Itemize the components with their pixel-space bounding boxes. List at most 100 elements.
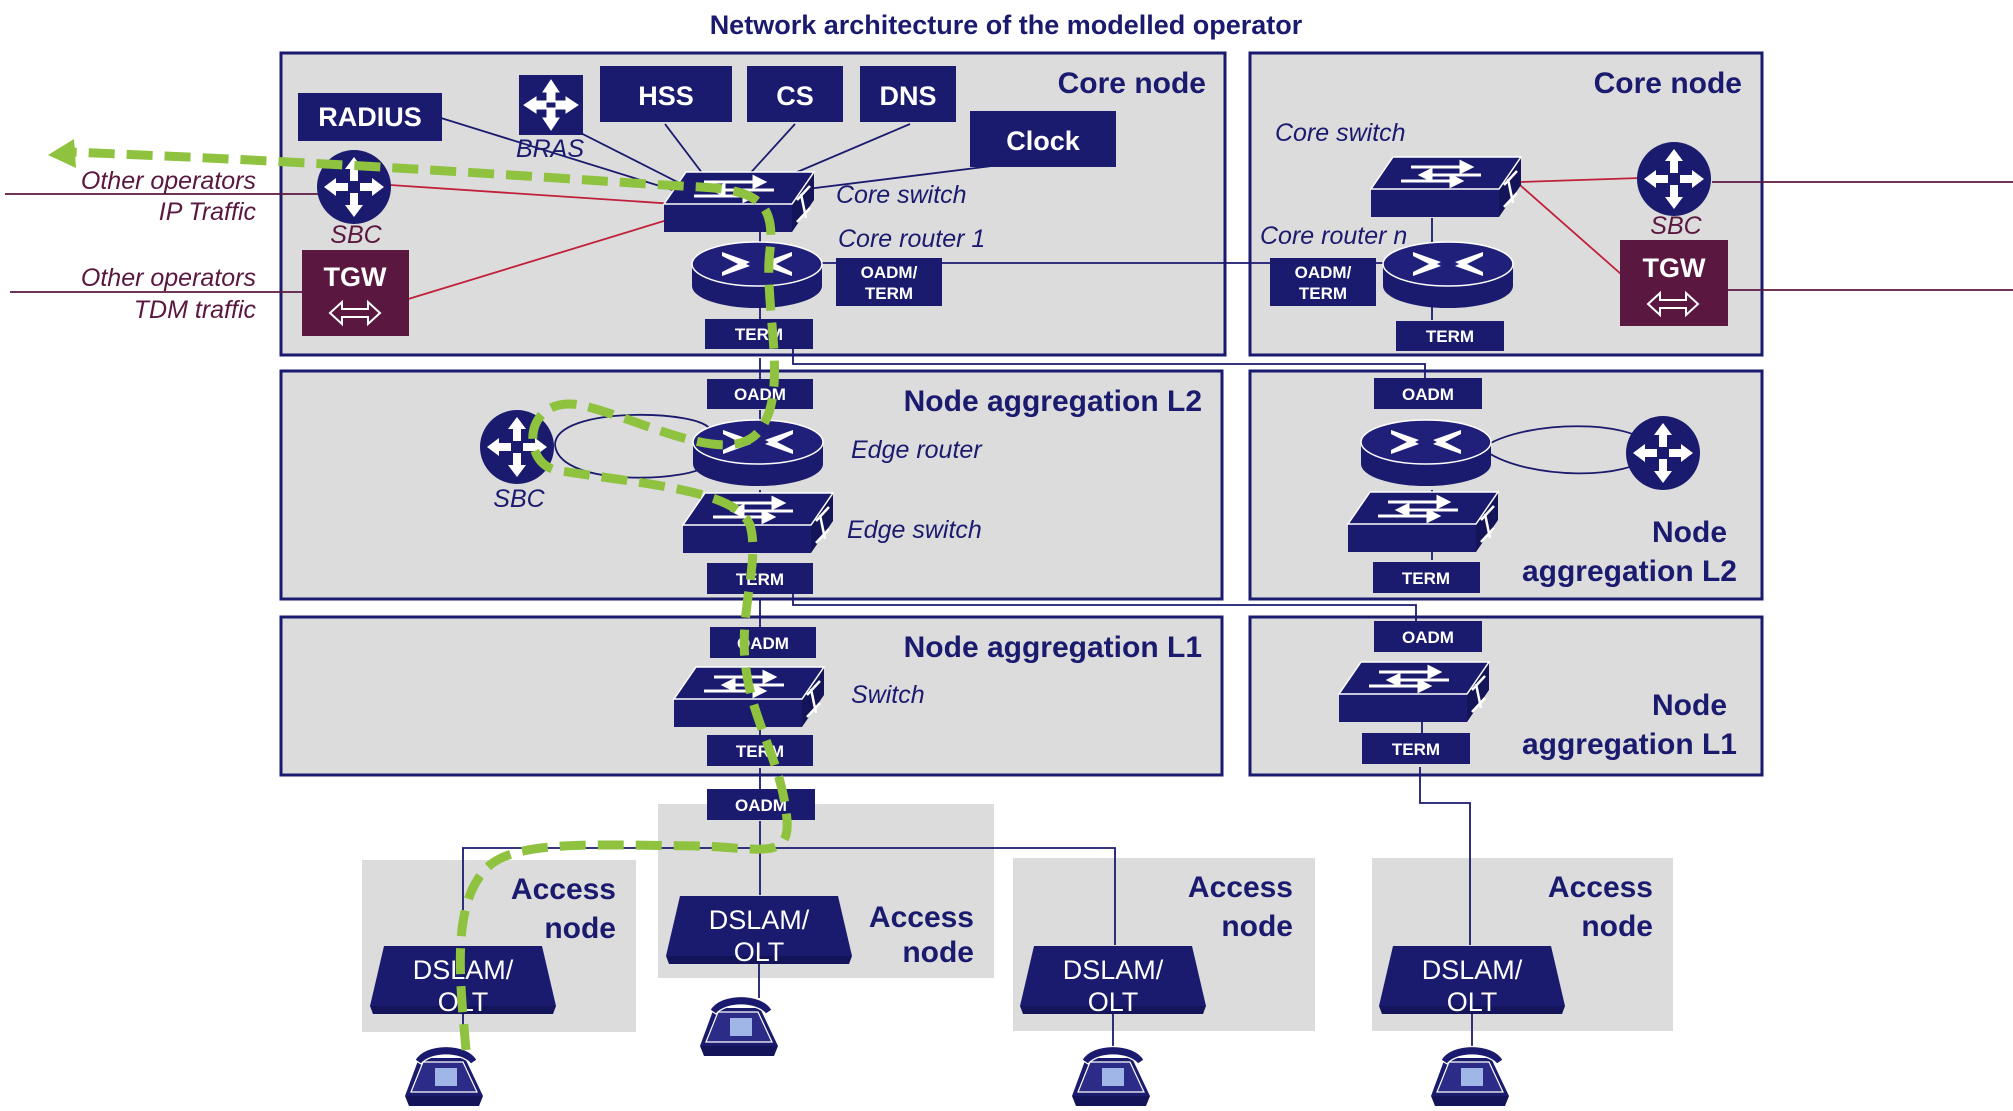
sbc-core-left-label: SBC	[330, 221, 382, 249]
agg-l2-right-title-2: aggregation L2	[1522, 555, 1737, 588]
ext-ip-line1: Other operators	[81, 167, 256, 195]
dns-label: DNS	[879, 81, 936, 111]
dslam-2-l1: DSLAM/	[709, 905, 810, 935]
edge-switch-left-label: Edge switch	[847, 516, 982, 544]
oadm-term-right-l2: TERM	[1299, 284, 1347, 303]
edge-switch-right[interactable]	[1346, 490, 1500, 554]
switch-l1-left-label: Switch	[851, 681, 925, 709]
sbc-l2-right[interactable]	[1626, 416, 1700, 490]
access-node-2-title-2: node	[902, 936, 974, 969]
phone-icon	[699, 995, 779, 1057]
dslam-2[interactable]: DSLAM/ OLT	[666, 896, 852, 967]
oadm-l2-left-label: OADM	[734, 385, 786, 404]
diagram-title: Network architecture of the modelled ope…	[710, 10, 1303, 40]
edge-router-right[interactable]	[1360, 419, 1492, 487]
agg-l1-right-title-2: aggregation L1	[1522, 728, 1737, 761]
radius-label: RADIUS	[318, 102, 422, 132]
oadm-l2-right: OADM	[1374, 378, 1482, 409]
access-node-4-title-2: node	[1581, 910, 1653, 943]
dslam-4[interactable]: DSLAM/ OLT	[1379, 946, 1565, 1017]
dslam-3[interactable]: DSLAM/ OLT	[1020, 946, 1206, 1017]
radius-server[interactable]: RADIUS	[298, 93, 442, 141]
access-node-3-title-2: node	[1221, 910, 1293, 943]
bras-icon	[523, 79, 579, 131]
red-links	[389, 177, 1641, 301]
core-switch-right[interactable]	[1369, 155, 1523, 219]
core-router-n[interactable]	[1382, 241, 1514, 309]
hss-label: HSS	[638, 81, 694, 111]
edge-router-left[interactable]	[692, 419, 824, 487]
phone-icon	[1430, 1045, 1510, 1107]
phone-icon	[404, 1045, 484, 1107]
oadm-access: OADM	[707, 789, 815, 820]
term-core-left: TERM	[705, 319, 813, 349]
sbc-core-right-label: SBC	[1650, 212, 1702, 240]
term-l1-right: TERM	[1362, 733, 1470, 764]
term-l1-left: TERM	[707, 735, 813, 766]
access-node-4-title-1: Access	[1548, 871, 1653, 904]
dslam-4-l2: OLT	[1447, 987, 1498, 1017]
term-core-right-label: TERM	[1426, 327, 1474, 346]
dslam-3-l1: DSLAM/	[1063, 955, 1164, 985]
core-router-1-label: Core router 1	[838, 225, 985, 253]
agg-l2-right-title-1: Node	[1652, 516, 1727, 549]
ext-ip-line2: IP Traffic	[159, 198, 257, 226]
bras-device[interactable]: BRAS	[516, 75, 584, 163]
traffic-path	[69, 147, 792, 1051]
core-node-right-title: Core node	[1594, 67, 1742, 100]
core-switch-left-label: Core switch	[836, 181, 967, 209]
tgw-right[interactable]: TGW	[1620, 240, 1728, 326]
hss-server[interactable]: HSS	[600, 66, 732, 122]
term-l2-left-label: TERM	[736, 570, 784, 589]
access-node-1-title-2: node	[544, 912, 616, 945]
external-lines	[5, 181, 2013, 293]
term-core-right: TERM	[1396, 321, 1504, 351]
sbc-l2-left[interactable]	[480, 410, 554, 484]
dslam-3-l2: OLT	[1088, 987, 1139, 1017]
oadm-l1-left-label: OADM	[737, 634, 789, 653]
oadm-l2-right-label: OADM	[1402, 385, 1454, 404]
core-switch-left[interactable]	[662, 170, 816, 234]
agg-l1-right: Node aggregation L1	[1248, 615, 1764, 777]
core-router-n-label: Core router n	[1260, 222, 1407, 250]
agg-l1-left-title: Node aggregation L1	[904, 631, 1202, 664]
bidirectional-arrow-icon	[328, 299, 382, 327]
oadm-l2-left: OADM	[707, 379, 813, 409]
tgw-right-label: TGW	[1643, 253, 1706, 283]
oadm-access-label: OADM	[735, 796, 787, 815]
agg-l1-right-title-1: Node	[1652, 689, 1727, 722]
access-node-3-title-1: Access	[1188, 871, 1293, 904]
term-l2-left: TERM	[707, 563, 813, 594]
phone-icon	[1071, 1045, 1151, 1107]
oadm-l1-right-label: OADM	[1402, 628, 1454, 647]
sbc-core-right[interactable]	[1637, 142, 1711, 216]
oadm-l1-right: OADM	[1374, 621, 1482, 652]
oadm-term-left-l1: OADM/	[861, 263, 918, 282]
core-router-1[interactable]	[691, 241, 823, 309]
tgw-left[interactable]: TGW	[302, 250, 409, 336]
term-l2-right-label: TERM	[1402, 569, 1450, 588]
edge-switch-left[interactable]	[681, 491, 835, 555]
oadm-term-right: OADM/ TERM	[1270, 258, 1376, 306]
arrowhead-icon	[48, 139, 76, 168]
oadm-term-left-l2: TERM	[865, 284, 913, 303]
dns-server[interactable]: DNS	[860, 66, 956, 122]
term-l2-right: TERM	[1373, 562, 1480, 593]
dslam-4-l1: DSLAM/	[1422, 955, 1523, 985]
ext-tdm-line2: TDM traffic	[134, 296, 257, 324]
clock-server[interactable]: Clock	[970, 111, 1116, 167]
agg-l2-left-title: Node aggregation L2	[904, 385, 1202, 418]
oadm-l1-left: OADM	[710, 627, 816, 658]
cs-server[interactable]: CS	[747, 66, 843, 122]
edge-router-left-label: Edge router	[851, 436, 983, 464]
bras-label: BRAS	[516, 135, 584, 163]
oadm-term-left: OADM/ TERM	[836, 258, 942, 306]
switch-l1-right[interactable]	[1337, 660, 1491, 724]
tgw-left-label: TGW	[324, 262, 387, 292]
core-node-left-title: Core node	[1058, 67, 1206, 100]
access-node-1-title-1: Access	[511, 873, 616, 906]
cs-label: CS	[776, 81, 814, 111]
ext-tdm-line1: Other operators	[81, 264, 256, 292]
